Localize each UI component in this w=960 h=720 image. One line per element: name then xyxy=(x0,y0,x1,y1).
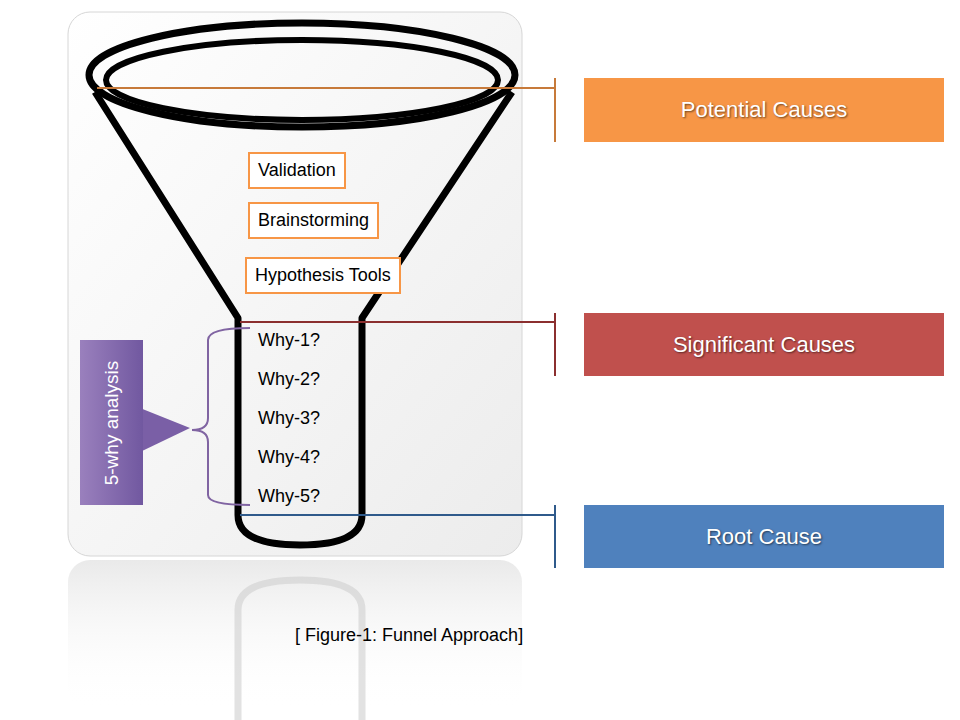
cause-band: Potential Causes xyxy=(584,78,944,142)
cause-band: Root Cause xyxy=(584,505,944,568)
leader-bracket xyxy=(554,313,556,376)
node-text: Brainstorming xyxy=(258,210,369,230)
method-box: Hypothesis Tools xyxy=(245,257,401,294)
backdrop-panel xyxy=(68,12,522,556)
node-text: 5-why analysis xyxy=(101,360,123,485)
why-step: Why-5? xyxy=(258,486,320,507)
why-step: Why-3? xyxy=(258,408,320,429)
method-box: Validation xyxy=(248,152,346,189)
why-step: Why-1? xyxy=(258,330,320,351)
callout-pointer xyxy=(140,408,190,452)
why-step: Why-4? xyxy=(258,447,320,468)
funnel-rim-outer xyxy=(89,23,515,127)
leader-line xyxy=(240,514,555,516)
curly-brace xyxy=(192,328,250,505)
node-text: Validation xyxy=(258,160,336,180)
leader-bracket xyxy=(554,78,556,142)
method-box: Brainstorming xyxy=(248,202,379,239)
funnel-outline xyxy=(95,92,512,545)
stem-reflection xyxy=(238,580,362,720)
leader-bracket xyxy=(554,505,556,568)
node-text: Hypothesis Tools xyxy=(255,265,391,285)
leader-line xyxy=(240,321,555,323)
cause-band: Significant Causes xyxy=(584,313,944,376)
node-text: Root Cause xyxy=(706,524,822,550)
node-text: Potential Causes xyxy=(681,97,847,123)
figure-caption: [ Figure-1: Funnel Approach] xyxy=(295,625,523,646)
callout-box: 5-why analysis xyxy=(80,340,143,505)
node-text: Significant Causes xyxy=(673,332,855,358)
funnel-rim-inner xyxy=(106,40,498,120)
why-step: Why-2? xyxy=(258,369,320,390)
leader-line xyxy=(97,87,555,89)
